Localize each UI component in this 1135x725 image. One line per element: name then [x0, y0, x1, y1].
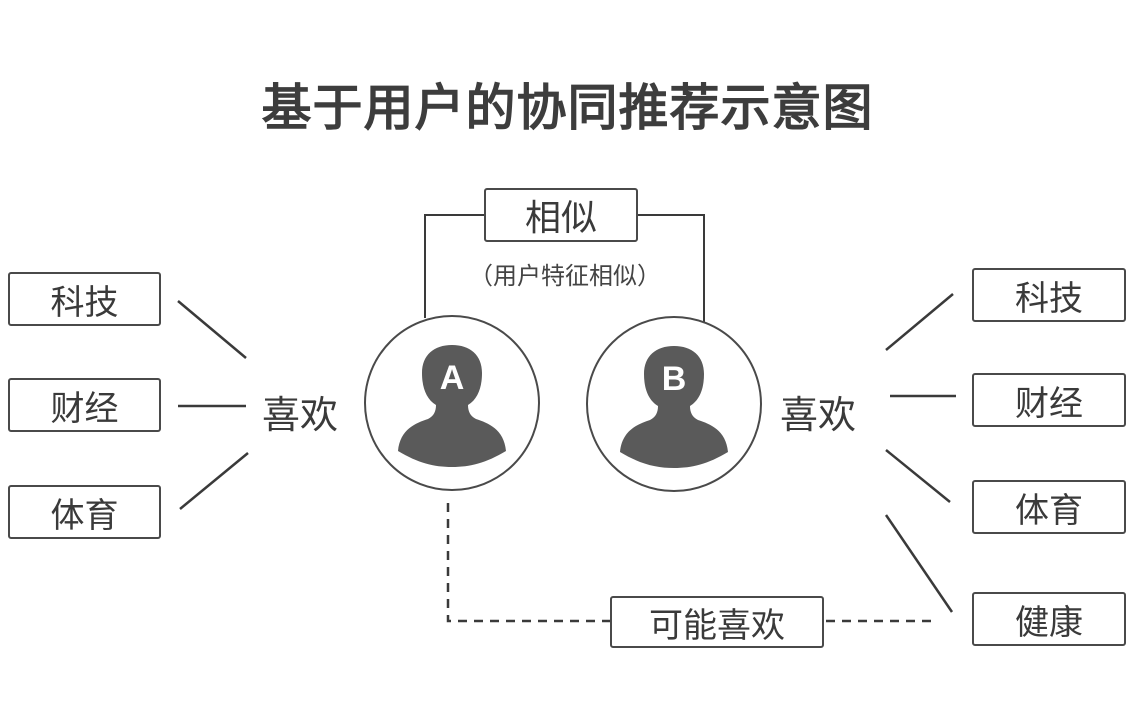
connector-a-sports — [179, 452, 249, 510]
a-interest-sports: 体育 — [8, 485, 161, 539]
connector-b-health — [884, 514, 954, 613]
diagram-title: 基于用户的协同推荐示意图 — [261, 79, 874, 137]
connector-a-tech — [177, 300, 247, 359]
likes-label-a: 喜欢 — [262, 393, 339, 437]
likes-label-b: 喜欢 — [780, 393, 857, 437]
user-a-avatar: A — [364, 315, 540, 491]
b-interest-sports: 体育 — [972, 480, 1126, 534]
similar-note: （用户特征相似） — [469, 262, 661, 290]
connector-b-tech — [885, 293, 954, 351]
recommend-path-left — [446, 503, 610, 623]
a-interest-finance: 财经 — [8, 378, 161, 432]
b-interest-health: 健康 — [972, 592, 1126, 646]
similar-box: 相似 — [484, 188, 638, 242]
connector-b-sports — [885, 449, 951, 503]
user-b-avatar: B — [586, 316, 762, 492]
recommend-box: 可能喜欢 — [610, 596, 824, 648]
a-interest-tech: 科技 — [8, 272, 161, 326]
b-interest-finance: 财经 — [972, 373, 1126, 427]
similar-bracket-right — [638, 214, 705, 322]
user-b-letter: B — [662, 360, 687, 398]
user-a-letter: A — [440, 359, 465, 397]
person-silhouette-icon: B — [620, 346, 728, 468]
b-interest-tech: 科技 — [972, 268, 1126, 322]
similar-bracket-left — [424, 214, 484, 318]
person-silhouette-icon: A — [398, 345, 506, 467]
